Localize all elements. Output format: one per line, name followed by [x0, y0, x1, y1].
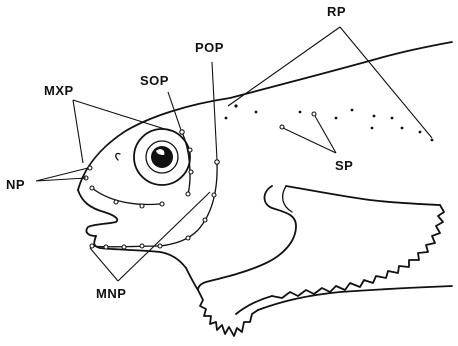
pore-sp-2: [312, 112, 316, 116]
dorsal-profile: [78, 42, 452, 190]
rp-dot: [335, 117, 338, 120]
pore-mnp-5: [158, 244, 162, 248]
pore-pop-3: [203, 218, 207, 222]
infraorbital-canal: [92, 188, 160, 204]
pectoral-fin-upper: [286, 186, 440, 205]
pore-mnp-1: [90, 244, 94, 248]
pore-pop-1: [215, 160, 219, 164]
rp-dot: [391, 117, 394, 120]
lower-jaw: [94, 236, 186, 268]
label-mxp: MXP: [44, 83, 74, 98]
lateral-line-pores: [225, 104, 434, 141]
supraorbital-canal: [182, 132, 190, 194]
rp-dot: [401, 127, 404, 130]
preopercular-canal: [160, 162, 217, 246]
nostril: [116, 153, 120, 160]
label-pop: POP: [195, 40, 224, 55]
pore-mxp-2: [114, 200, 118, 204]
mnp-leader: [90, 192, 210, 281]
rp-dot: [419, 131, 422, 134]
label-sop: SOP: [140, 73, 169, 88]
eye: [134, 129, 190, 185]
np-leader: [36, 168, 88, 181]
rp-dot: [299, 111, 302, 114]
pelvic-fin-edge: [198, 290, 258, 336]
pupil: [151, 146, 173, 168]
leader-lines: [36, 27, 432, 281]
rp-dot: [431, 139, 434, 142]
sp-pores: [280, 112, 316, 129]
label-sp: SP: [335, 158, 353, 173]
pop-leader: [212, 62, 217, 160]
rp-dot: [255, 111, 258, 114]
pore-sop-3: [189, 170, 193, 174]
pore-sop-4: [186, 192, 190, 196]
rp-dot: [373, 115, 376, 118]
pore-mnp-2: [104, 245, 108, 249]
pectoral-base: [283, 186, 292, 212]
label-mnp: MNP: [96, 286, 126, 301]
sp-leader: [283, 116, 336, 153]
pore-pop-4: [186, 236, 190, 240]
pore-mnp-3: [122, 245, 126, 249]
pore-pop-2: [212, 193, 216, 197]
pore-sop-1: [180, 130, 184, 134]
rp-dot: [351, 109, 354, 112]
pectoral-fin-lower: [236, 296, 272, 314]
pore-mxp-4: [160, 202, 164, 206]
pectoral-fin-margin: [272, 205, 444, 298]
rp-dot: [371, 127, 374, 130]
pore-mxp-1: [90, 186, 94, 190]
ventral-profile: [186, 268, 198, 290]
rp-dot: [225, 117, 228, 120]
pore-np-1: [88, 166, 92, 170]
upper-jaw: [78, 190, 117, 236]
belly-line: [258, 286, 452, 310]
label-rp: RP: [327, 4, 346, 19]
pore-sop-2: [188, 148, 192, 152]
rp-dot: [234, 104, 237, 107]
fish-outline: [78, 42, 452, 336]
pore-mxp-3: [140, 204, 144, 208]
pore-mnp-4: [140, 244, 144, 248]
rp-leader: [228, 27, 432, 138]
labels: RP POP SOP MXP NP SP MNP: [6, 4, 353, 301]
label-np: NP: [6, 177, 25, 192]
